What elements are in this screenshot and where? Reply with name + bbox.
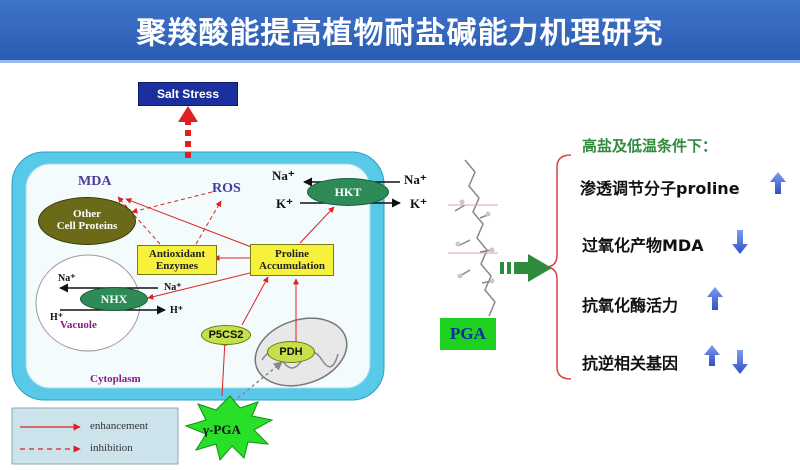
title-bar: 聚羧酸能提高植物耐盐碱能力机理研究 [0, 0, 800, 60]
result-item-mda: 过氧化产物MDA [582, 232, 704, 256]
salt-stress-arrowhead [178, 106, 198, 122]
result-label-antioxidant: 抗氧化酶活力 [582, 296, 679, 315]
legend-box [11, 407, 179, 465]
k-label-left: K⁺ [276, 196, 293, 211]
nhx-h-right: H⁺ [170, 305, 184, 316]
pdh-enzyme: PDH [267, 341, 315, 363]
page-title: 聚羧酸能提高植物耐盐碱能力机理研究 [136, 16, 664, 51]
nhx-label: NHX [100, 292, 128, 306]
pga-molecule-atoms [455, 199, 495, 284]
conditions-heading: 高盐及低温条件下： [582, 137, 718, 155]
gpga-label: γ-PGA [203, 422, 241, 437]
antioxidant-enzymes-label: Antioxidant Enzymes [148, 248, 206, 272]
arrow-gpga-p5cs2 [221, 339, 228, 397]
cytoplasm-label: Cytoplasm [90, 373, 141, 385]
hkt-label: HKT [334, 185, 362, 199]
pdh-label: PDH [279, 346, 303, 358]
k-label-right: K⁺ [410, 196, 427, 211]
nhx-na-left: Na⁺ [58, 273, 76, 284]
result-label-mda: 过氧化产物MDA [582, 236, 704, 255]
salt-stress-label: Salt Stress [156, 87, 220, 101]
pga-box: PGA [440, 318, 496, 350]
other-cell-proteins: Other Cell Proteins [38, 197, 136, 245]
arrow-antiox-ros [195, 200, 222, 245]
hkt-transporter: HKT [307, 178, 389, 206]
vacuole-label: Vacuole [60, 319, 97, 331]
result-item-antioxidant: 抗氧化酶活力 [582, 292, 678, 316]
nhx-h-left: H⁺ [50, 312, 64, 323]
pga-molecule-structure [448, 159, 498, 317]
other-cell-proteins-label: Other Cell Proteins [56, 208, 118, 232]
p5cs2-enzyme: P5CS2 [201, 325, 251, 345]
result-item-genes: 抗逆相关基因 [582, 350, 678, 374]
arrow-proline-nhx [147, 270, 259, 300]
result-label-proline: 渗透调节分子proline [580, 179, 740, 198]
header-underline [0, 60, 800, 63]
ros-label: ROS [212, 181, 241, 196]
p5cs2-label: P5CS2 [208, 329, 244, 341]
mda-label: MDA [78, 174, 112, 189]
arrow-antiox-mda [117, 196, 161, 245]
arrow-proline-hkt [299, 206, 335, 244]
legend-inhibition-label: inhibition [90, 442, 133, 454]
legend-enhancement-label: enhancement [90, 420, 149, 432]
gpga-starburst [184, 395, 274, 462]
antioxidant-enzymes-box: Antioxidant Enzymes [137, 245, 217, 275]
salt-stress-box: Salt Stress [138, 82, 238, 106]
result-item-proline: 渗透调节分子proline [580, 175, 740, 199]
arrow-proline-mda [125, 198, 255, 249]
green-arrow [500, 254, 552, 282]
nhx-transporter: NHX [80, 287, 148, 311]
na-label-right: Na⁺ [404, 172, 427, 187]
pga-label: PGA [450, 324, 486, 343]
nhx-na-right: Na⁺ [164, 282, 182, 293]
proline-accumulation-box: Proline Accumulation [250, 244, 334, 276]
proline-accumulation-label: Proline Accumulation [259, 248, 325, 272]
na-label-left: Na⁺ [272, 168, 295, 183]
arrow-p5cs2-proline [241, 276, 269, 326]
result-label-genes: 抗逆相关基因 [582, 354, 679, 373]
